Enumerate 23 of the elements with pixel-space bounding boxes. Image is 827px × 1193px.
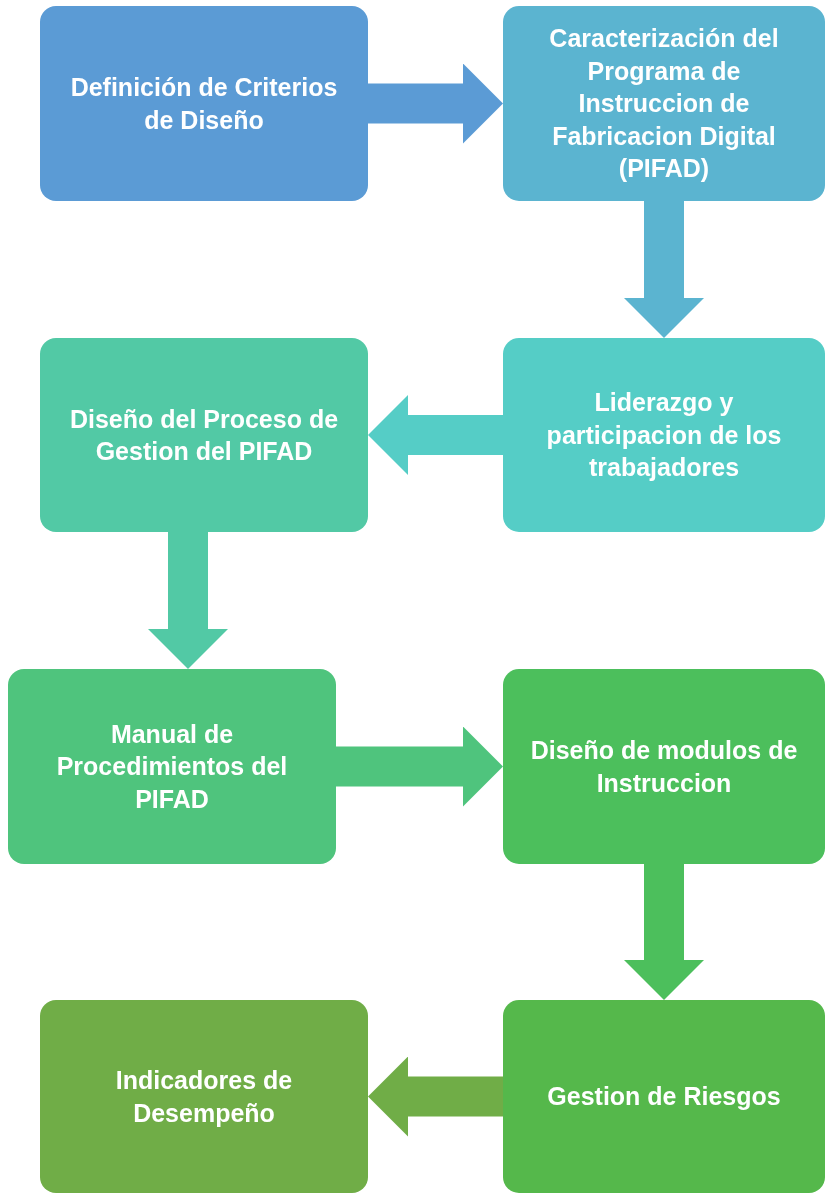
box-label: Definición de Criterios de Diseño	[69, 72, 339, 136]
box-label: Gestion de Riesgos	[547, 1081, 781, 1113]
block-arrow	[624, 201, 704, 338]
block-arrow	[148, 532, 228, 669]
box-label: Diseño de modulos de Instruccion	[529, 735, 799, 799]
process-box	[503, 338, 825, 532]
process-box	[8, 669, 336, 864]
block-arrow	[624, 864, 704, 1000]
box-label: Caracterización del Programa de Instruccion de Fabricacion Digital (PIFAD)	[548, 23, 780, 185]
box-label: Diseño del Proceso de Gestion del PIFAD	[68, 403, 340, 467]
block-arrow	[368, 1056, 503, 1137]
process-box	[503, 6, 825, 201]
box-label: Indicadores de Desempeño	[114, 1065, 294, 1129]
process-box	[40, 6, 368, 201]
process-box	[503, 1000, 825, 1193]
block-arrow	[368, 395, 503, 475]
process-box	[503, 669, 825, 864]
box-label: Liderazgo y participacion de los trabajadores	[545, 387, 783, 484]
block-arrow	[336, 726, 503, 807]
process-box	[40, 338, 368, 532]
process-box	[40, 1000, 368, 1193]
box-label: Manual de Procedimientos del PIFAD	[55, 718, 289, 815]
block-arrow	[368, 63, 503, 144]
